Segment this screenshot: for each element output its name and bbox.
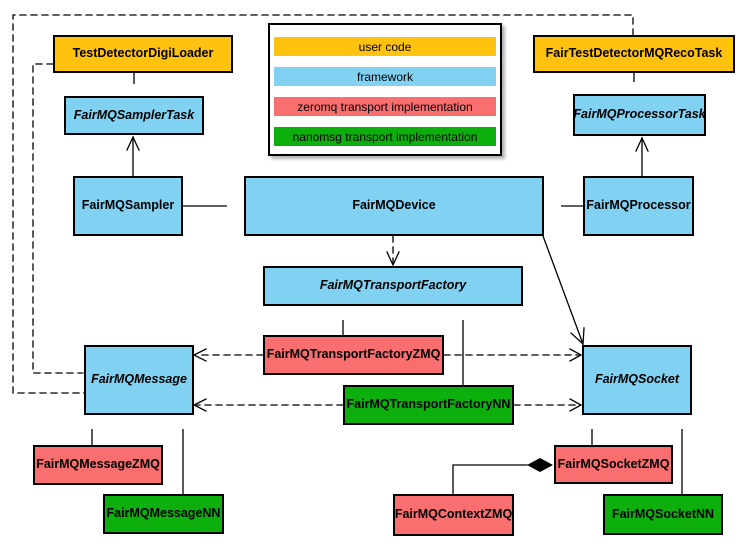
edge-dependency-tfnn-message bbox=[192, 398, 344, 412]
edge-dependency-tfnn-socket bbox=[513, 398, 583, 412]
class-fairmqtransportfactoryzmq: FairMQTransportFactoryZMQ bbox=[263, 335, 444, 375]
class-fairmqsocket: FairMQSocket bbox=[582, 345, 692, 415]
edge-inheritance-sampler-device bbox=[182, 199, 244, 213]
class-testdetectordigiloader: TestDetectorDigiLoader bbox=[53, 35, 233, 73]
edge-inheritance-tfzmq-transportfactory bbox=[336, 306, 350, 336]
class-fairmqmessage: FairMQMessage bbox=[84, 345, 194, 415]
class-fairmqmessagenn: FairMQMessageNN bbox=[103, 494, 224, 534]
edge-association-sampler-samplertask bbox=[126, 135, 140, 177]
legend-item-nanomsg: nanomsg transport implementation bbox=[274, 127, 496, 146]
class-fairmqsamplertask: FairMQSamplerTask bbox=[64, 96, 204, 135]
edge-association-processor-processortask bbox=[635, 136, 649, 177]
legend: user code framework zeromq transport imp… bbox=[268, 23, 502, 156]
class-fairmqcontextzmq: FairMQContextZMQ bbox=[393, 494, 514, 536]
edge-dependency-tfzmq-message bbox=[192, 348, 264, 362]
class-fairmqdevice: FairMQDevice bbox=[244, 176, 544, 236]
edge-inheritance-processor-device bbox=[544, 199, 584, 213]
edge-dependency-tfzmq-socket bbox=[443, 348, 583, 362]
class-fairtestdetectormqrecotask: FairTestDetectorMQRecoTask bbox=[533, 35, 735, 73]
edge-inheritance-tfnn-transportfactory bbox=[456, 306, 470, 386]
edge-inheritance-messagenn-message bbox=[176, 415, 190, 495]
class-fairmqmessagezmq: FairMQMessageZMQ bbox=[33, 445, 163, 485]
class-fairmqprocessor: FairMQProcessor bbox=[583, 176, 694, 236]
class-fairmqsampler: FairMQSampler bbox=[73, 176, 183, 236]
class-fairmqprocessortask: FairMQProcessorTask bbox=[573, 94, 706, 136]
edge-inheritance-socketnn-socket bbox=[675, 415, 689, 495]
edge-composition-socketzmq-contextzmq bbox=[452, 458, 553, 495]
legend-item-user-code: user code bbox=[274, 37, 496, 56]
edge-inheritance-digiloader-samplertask bbox=[127, 72, 141, 96]
class-fairmqsocketnn: FairMQSocketNN bbox=[603, 494, 723, 535]
class-fairmqsocketzmq: FairMQSocketZMQ bbox=[554, 445, 673, 484]
edge-dependency-device-transportfactory bbox=[386, 235, 400, 267]
class-fairmqtransportfactory: FairMQTransportFactory bbox=[263, 266, 523, 306]
edge-inheritance-messagezmq-message bbox=[85, 415, 99, 446]
legend-item-framework: framework bbox=[274, 67, 496, 86]
class-fairmqtransportfactorynn: FairMQTransportFactoryNN bbox=[343, 385, 514, 425]
legend-item-zeromq: zeromq transport implementation bbox=[274, 97, 496, 116]
edge-inheritance-recotask-processortask bbox=[627, 72, 641, 94]
edge-inheritance-socketzmq-socket bbox=[585, 415, 599, 446]
edge-association-device-socket bbox=[542, 235, 585, 346]
